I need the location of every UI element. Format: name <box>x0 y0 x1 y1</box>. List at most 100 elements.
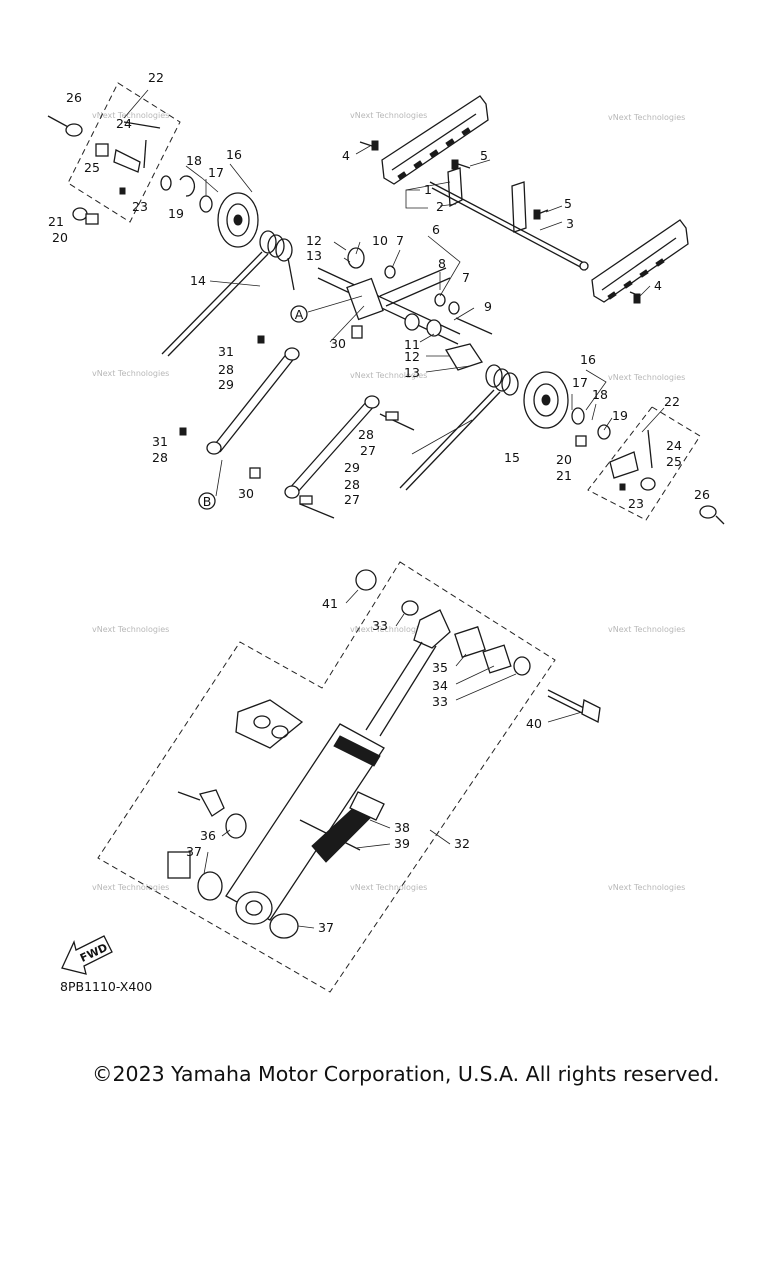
callout: 26 <box>66 90 82 105</box>
callout: 19 <box>612 408 628 423</box>
callout: 28 <box>358 427 374 442</box>
callout: 29 <box>218 377 234 392</box>
callout: 30 <box>330 336 346 351</box>
callout: 13 <box>404 365 420 380</box>
callout: 31 <box>218 344 234 359</box>
callout: 25 <box>666 454 682 469</box>
watermark: vNext Technologies <box>350 371 427 380</box>
callout: 12 <box>404 349 420 364</box>
callout: 14 <box>190 273 206 288</box>
callout: 11 <box>404 337 420 352</box>
callout: 40 <box>526 716 542 731</box>
callout: 26 <box>694 487 710 502</box>
watermark: vNext Technologies <box>92 883 169 892</box>
callout: 18 <box>592 387 608 402</box>
copyright-notice: ©2023 Yamaha Motor Corporation, U.S.A. A… <box>92 1062 720 1086</box>
callout: 1 <box>424 182 432 197</box>
callout: 39 <box>394 836 410 851</box>
callout: 21 <box>48 214 64 229</box>
slide-rail-upper <box>381 95 489 185</box>
callout: 36 <box>200 828 216 843</box>
bracket-22-right <box>609 429 725 525</box>
callout: 21 <box>556 468 572 483</box>
watermark: vNext Technologies <box>608 113 685 122</box>
callout: 4 <box>654 278 662 293</box>
torsion-spring-left <box>161 230 295 357</box>
callout: 13 <box>306 248 322 263</box>
leader-lines <box>123 89 665 455</box>
callout: 7 <box>396 233 404 248</box>
callout: 9 <box>484 299 492 314</box>
torsion-spring-right <box>399 364 519 491</box>
callout: 12 <box>306 233 322 248</box>
link-arms <box>179 335 415 519</box>
callout: 24 <box>116 116 132 131</box>
callout: 18 <box>186 153 202 168</box>
group-box-22-left <box>67 82 181 223</box>
watermark: vNext Technologies <box>92 369 169 378</box>
watermark: vNext Technologies <box>608 625 685 634</box>
callout: 31 <box>152 434 168 449</box>
callout: 27 <box>360 443 376 458</box>
callout: 22 <box>664 394 680 409</box>
callout: 23 <box>628 496 644 511</box>
watermark: vNext Technologies <box>608 373 685 382</box>
watermark: vNext Technologies <box>350 625 427 634</box>
callout: 17 <box>572 375 588 390</box>
callout: 5 <box>564 196 572 211</box>
group-box-22-right <box>587 406 701 521</box>
callout: 2 <box>436 199 444 214</box>
circle-label-b: B <box>198 459 223 510</box>
bolts-top <box>359 140 641 304</box>
callout: 20 <box>52 230 68 245</box>
callout: 19 <box>168 206 184 221</box>
callout: 29 <box>344 460 360 475</box>
bracket-assembly <box>429 167 589 271</box>
callout: 10 <box>372 233 388 248</box>
callouts: 1 2 3 4 4 5 5 6 7 7 8 9 10 11 12 12 13 1… <box>48 70 710 935</box>
fwd-arrow: FWD <box>61 935 113 975</box>
slide-rail-lower <box>591 219 689 303</box>
shaft-assembly <box>317 247 493 371</box>
callout: 7 <box>462 270 470 285</box>
callout: 4 <box>342 148 350 163</box>
callout: 28 <box>152 450 168 465</box>
callout: 32 <box>454 836 470 851</box>
callout: 5 <box>480 148 488 163</box>
callout: 33 <box>432 694 448 709</box>
wheel-right <box>523 371 611 447</box>
callout: 20 <box>556 452 572 467</box>
callout: 6 <box>432 222 440 237</box>
callout: 16 <box>580 352 596 367</box>
callout: 38 <box>394 820 410 835</box>
shock-leader-lines <box>203 589 583 929</box>
callout: 25 <box>84 160 100 175</box>
callout: 30 <box>238 486 254 501</box>
group-box-32 <box>97 561 556 993</box>
watermark: vNext Technologies <box>92 625 169 634</box>
callout: 16 <box>226 147 242 162</box>
callout: 37 <box>318 920 334 935</box>
callout: 24 <box>666 438 682 453</box>
callout: 22 <box>148 70 164 85</box>
part-code: 8PB1110-X400 <box>60 979 153 994</box>
callout: 35 <box>432 660 448 675</box>
callout: 27 <box>344 492 360 507</box>
callout: 3 <box>566 216 574 231</box>
watermarks: vNext Technologies vNext Technologies vN… <box>92 111 685 892</box>
callout: 15 <box>504 450 520 465</box>
bracket-22-left <box>47 115 161 225</box>
watermark: vNext Technologies <box>608 883 685 892</box>
watermark: vNext Technologies <box>92 111 169 120</box>
watermark: vNext Technologies <box>350 883 427 892</box>
circle-label-a: A <box>290 295 363 323</box>
callout: 41 <box>322 596 338 611</box>
wheel-left <box>160 175 259 248</box>
circle-label-text: B <box>203 494 212 509</box>
callout: 37 <box>186 844 202 859</box>
circle-label-text: A <box>295 307 304 322</box>
watermark: vNext Technologies <box>350 111 427 120</box>
callout: 8 <box>438 256 446 271</box>
callout: 33 <box>372 618 388 633</box>
